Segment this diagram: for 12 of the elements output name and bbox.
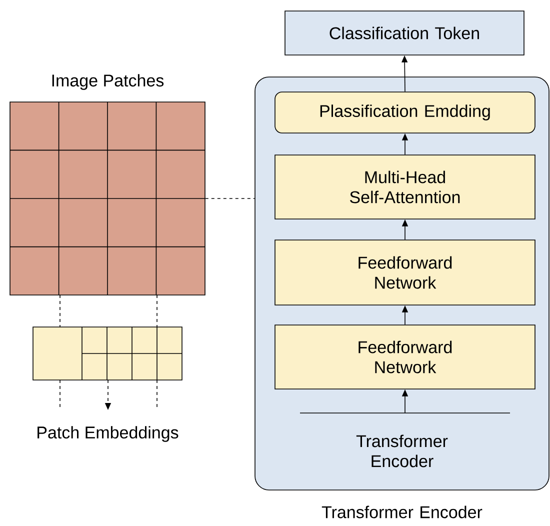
image-patch-grid: Image Patches [10,74,206,296]
token-box: Classification Token [284,10,524,56]
dashed-line [205,198,255,199]
node-label: Transformer Encoder [322,506,482,518]
network-box: Feedforward Network [274,324,536,390]
node-label: Image Patches [52,74,164,90]
network-box: Feedforward Network [274,240,536,306]
attention-box: Multi-Head Self-Attenntion [274,154,536,220]
embedding-block [32,326,182,380]
dashed-line [156,294,158,328]
caption-text: Patch Embeddings [38,426,178,442]
embedding-box: Plassification Emdding [274,92,536,134]
